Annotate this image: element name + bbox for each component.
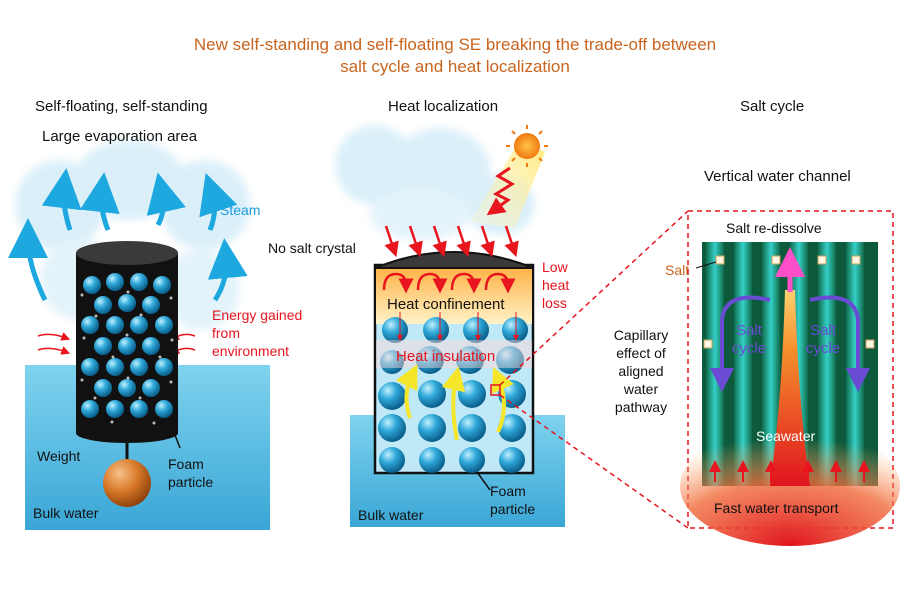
heat-down-arrows — [397, 312, 519, 341]
water-channel — [680, 242, 900, 546]
sun-icon — [514, 133, 540, 159]
salt-redissolve-label: Salt re-dissolve — [726, 220, 822, 236]
foam-particle-label-1: Foam particle — [168, 456, 214, 490]
weight-label: Weight — [37, 448, 81, 464]
salt-crystals — [703, 255, 875, 349]
panel3-heading: Salt cycle — [740, 98, 805, 115]
heat-insulation-label: Heat insulation — [396, 348, 496, 365]
salt-cycle-arrows — [710, 295, 870, 392]
heat-confinement-label: Heat confinement — [387, 296, 505, 313]
figure-title-line2: salt cycle and heat localization — [340, 57, 570, 76]
evaporator-cylinder — [76, 241, 178, 443]
salt-cycle-left-label: Salt cycle — [731, 322, 767, 357]
weight-ball — [103, 459, 151, 507]
fast-transport-label: Fast water transport — [714, 500, 839, 516]
panel1-heading: Self-floating, self-standing — [35, 98, 208, 115]
salt-cycle-right-label: Salt cycle — [805, 322, 841, 357]
transport-arrows — [709, 460, 870, 482]
heat-confinement-arrows — [382, 272, 516, 294]
vertical-channel-label: Vertical water channel — [704, 168, 851, 185]
steam-label: Steam — [220, 202, 261, 218]
panel2-heading: Heat localization — [388, 98, 499, 115]
bulk-water-label-1: Bulk water — [33, 505, 99, 521]
energy-label: Energy gained from environment — [212, 307, 303, 359]
seawater-label: Seawater — [756, 428, 816, 444]
water-up-arrows — [395, 364, 514, 441]
figure-title-line1: New self-standing and self-floating SE b… — [193, 35, 717, 54]
no-salt-label: No salt crystal — [268, 240, 356, 256]
sun-rays — [506, 125, 548, 167]
steam-arrows — [8, 168, 248, 302]
bulk-water-label-2: Bulk water — [358, 507, 424, 523]
sunlight-wave — [486, 166, 515, 216]
panel1-subheading: Large evaporation area — [42, 128, 198, 145]
salt-label: Salt — [665, 262, 690, 278]
capillary-label: Capillary effect of aligned water pathwa… — [613, 327, 669, 415]
low-heat-loss-label: Low heat loss — [542, 259, 570, 311]
incoming-sunlight-arrows — [384, 225, 519, 258]
zoom-marker — [490, 384, 501, 396]
foam-particle-label-2: Foam particle — [490, 483, 536, 517]
